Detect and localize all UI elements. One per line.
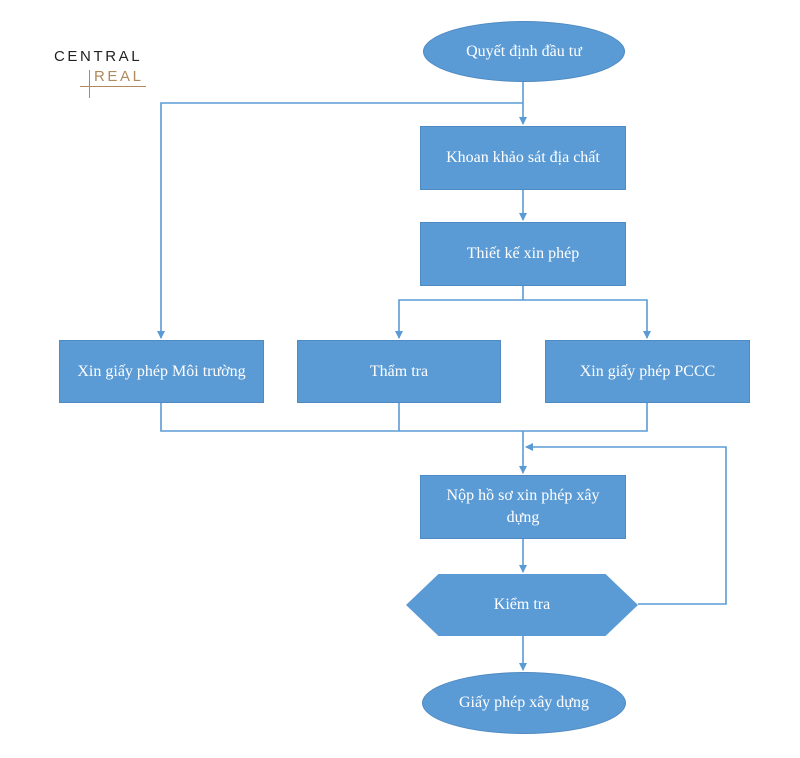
logo-text-central: CENTRAL <box>54 48 143 65</box>
logo-horizontal-rule <box>80 86 146 87</box>
node-label: Quyết định đầu tư <box>466 42 582 60</box>
node-thiet-ke-xin-phep: Thiết kế xin phép <box>420 222 626 286</box>
connector-split-to-review <box>395 299 523 339</box>
node-label: Nộp hồ sơ xin phép xây dựng <box>446 487 600 526</box>
node-label: Kiểm tra <box>493 596 551 613</box>
node-label: Xin giấy phép PCCC <box>579 362 716 380</box>
connector-merge <box>160 403 648 432</box>
node-label: Xin giấy phép Môi trường <box>77 362 246 380</box>
logo-text-real: REAL <box>94 68 144 85</box>
node-kiem-tra: Kiểm tra <box>406 574 638 636</box>
connector-decision-to-environment <box>157 102 523 339</box>
node-tham-tra: Thẩm tra <box>297 340 501 403</box>
node-label: Giấy phép xây dựng <box>459 694 589 711</box>
node-label: Thiết kế xin phép <box>466 245 580 262</box>
node-xin-giay-phep-moi-truong: Xin giấy phép Môi trường <box>59 340 264 403</box>
logo-vertical-rule <box>89 70 90 98</box>
node-xin-giay-phep-pccc: Xin giấy phép PCCC <box>545 340 750 403</box>
node-label: Khoan khảo sát địa chất <box>446 149 600 166</box>
connector-check-loop <box>525 443 727 605</box>
node-quyet-dinh-dau-tu: Quyết định đầu tư <box>423 21 625 82</box>
node-label: Thẩm tra <box>369 362 429 380</box>
connector-split-to-pccc <box>523 299 651 339</box>
node-giay-phep-xay-dung: Giấy phép xây dựng <box>422 672 626 734</box>
central-real-logo: CENTRAL REAL <box>54 48 154 104</box>
node-khoan-khao-sat: Khoan khảo sát địa chất <box>420 126 626 190</box>
node-nop-ho-so: Nộp hồ sơ xin phép xây dựng <box>420 475 626 539</box>
